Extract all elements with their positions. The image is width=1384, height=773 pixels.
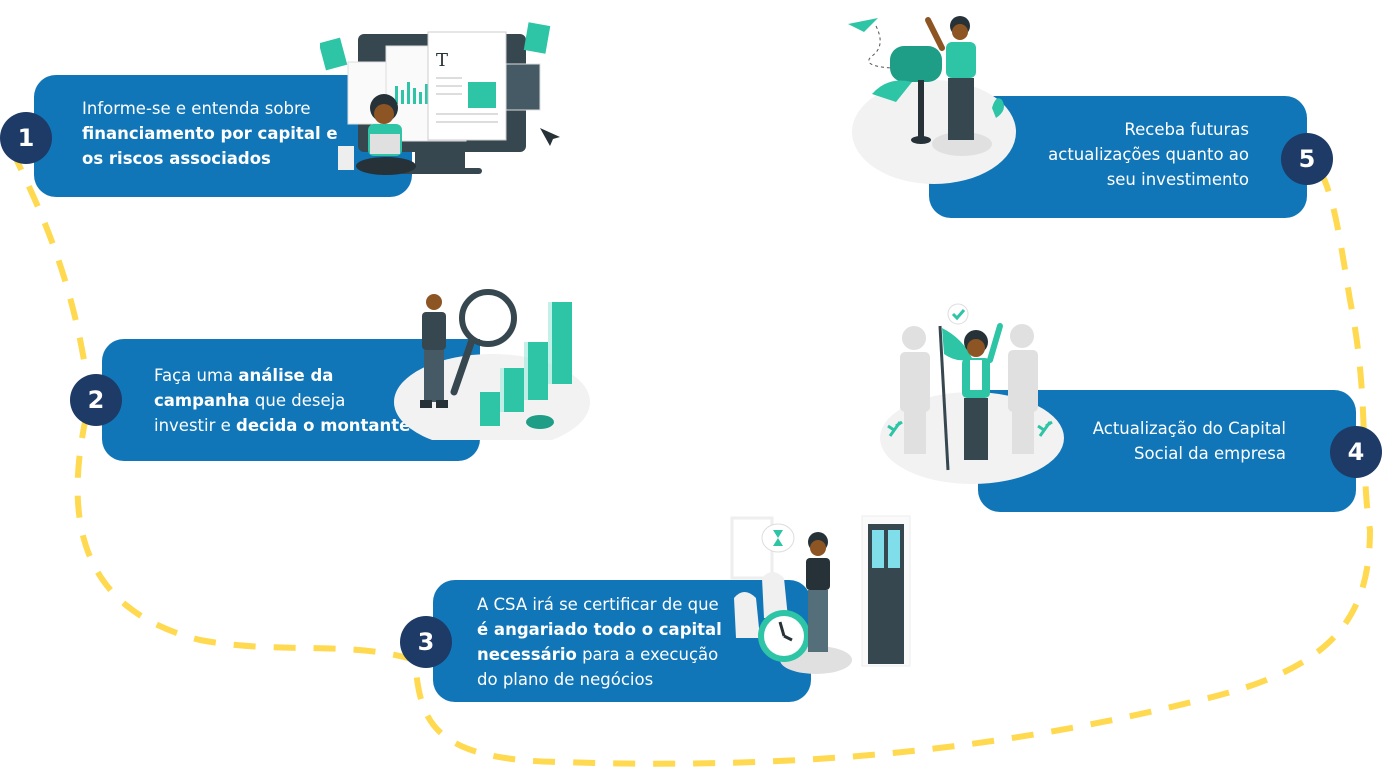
step-text-bold: financiamento por capital e — [82, 124, 338, 143]
step-1-badge: 1 — [0, 112, 52, 164]
step-text-line: investir e decida o montante — [154, 413, 410, 438]
step-text-line: é angariado todo o capital — [477, 617, 722, 642]
step-text-run: investir e — [154, 416, 237, 435]
step-text-line: A CSA irá se certificar de que — [477, 592, 722, 617]
step-text-line: Faça uma análise da — [154, 363, 410, 388]
step-text-line: do plano de negócios — [477, 667, 722, 692]
step-text-bold: é angariado todo o capital — [477, 620, 722, 639]
step-3-badge: 3 — [400, 616, 452, 668]
person-waiting-clock-illustration — [730, 515, 911, 674]
step-text-line: campanha que deseja — [154, 388, 410, 413]
step-text-line: actualizações quanto ao — [1048, 142, 1249, 167]
step-text-line: Informe-se e entenda sobre — [82, 96, 338, 121]
step-5-badge: 5 — [1281, 133, 1333, 185]
step-text-run: Informe-se e entenda sobre — [82, 99, 311, 118]
step-text-line: financiamento por capital e — [82, 121, 338, 146]
step-2-badge: 2 — [70, 374, 122, 426]
step-text-bold: os riscos associados — [82, 149, 271, 168]
step-3-text: A CSA irá se certificar de que é angariad… — [477, 592, 722, 692]
step-text-line: necessário para a execução — [477, 642, 722, 667]
step-text-bold: análise da — [238, 366, 334, 385]
step-text-run: que deseja — [249, 391, 346, 410]
person-holding-flag-illustration — [880, 303, 1064, 484]
step-text-run: Social da empresa — [1134, 444, 1286, 463]
step-text-run: para a execução — [576, 645, 719, 664]
step-text-line: Receba futuras — [1048, 117, 1249, 142]
step-text-run: do plano de negócios — [477, 670, 654, 689]
step-1-text: Informe-se e entenda sobre financiamento … — [82, 96, 338, 171]
person-analysing-charts-illustration — [394, 289, 590, 440]
step-text-run: Actualização do Capital — [1092, 419, 1286, 438]
step-text-run: Receba futuras — [1124, 120, 1249, 139]
step-text-run: Faça uma — [154, 366, 239, 385]
step-text-line: Actualização do Capital — [1093, 416, 1286, 441]
step-text-line: os riscos associados — [82, 146, 338, 171]
person-mailbox-illustration — [848, 16, 1016, 184]
svg-text:T: T — [436, 50, 448, 71]
person-reading-web-pages-illustration: T — [320, 22, 560, 175]
step-text-line: Social da empresa — [1093, 441, 1286, 466]
step-text-run: seu investimento — [1106, 170, 1249, 189]
step-4-badge: 4 — [1330, 426, 1382, 478]
step-text-run: A CSA irá se certificar de que — [477, 595, 719, 614]
step-text-line: seu investimento — [1048, 167, 1249, 192]
step-text-bold: decida o montante — [236, 416, 411, 435]
step-text-run: actualizações quanto ao — [1048, 145, 1249, 164]
step-5-text: Receba futuras actualizações quanto ao seu… — [1048, 117, 1249, 192]
step-text-bold: necessário — [477, 645, 577, 664]
step-text-bold: campanha — [154, 391, 250, 410]
